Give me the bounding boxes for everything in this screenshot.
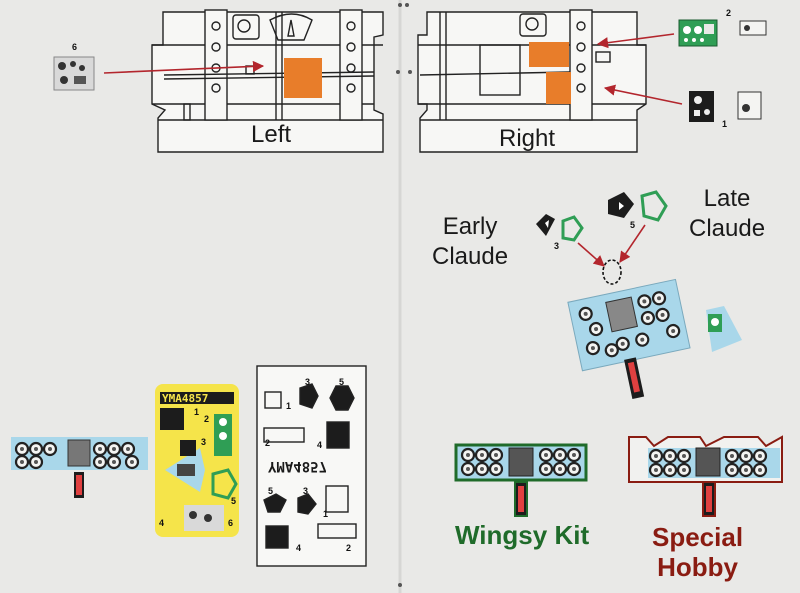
right-lower-area (546, 72, 571, 104)
white-part-2b: 2 (346, 543, 352, 553)
side-panel-graphic (706, 306, 742, 352)
white-part-2: 2 (265, 438, 271, 448)
early-claude-part-3 (536, 214, 584, 242)
yellow-part-6: 6 (228, 518, 234, 528)
assembled-panel-graphic (567, 278, 691, 400)
early-claude-label: Early Claude (432, 213, 509, 270)
late-claude-part-5 (608, 190, 668, 222)
left-instrument-area (284, 58, 322, 98)
yellow-part-2: 2 (204, 414, 210, 424)
white-part-3b: 3 (303, 486, 309, 496)
white-part-1: 1 (286, 401, 292, 411)
right-view-label: Right (499, 125, 556, 152)
white-part-1b: 1 (323, 509, 329, 519)
white-part-5: 5 (339, 377, 345, 387)
white-part-5b: 5 (268, 486, 274, 496)
part-number-1: 1 (722, 119, 728, 129)
decal-1-graphic (689, 91, 714, 122)
yellow-part-3: 3 (201, 437, 207, 447)
yellow-decal-sheet-graphic (155, 384, 239, 537)
white-part-4: 4 (317, 440, 323, 450)
left-assembled-panel-graphic (11, 437, 148, 498)
late-claude-label: Late Claude (689, 185, 766, 242)
gunsight-target (602, 259, 622, 285)
part-number-3: 3 (554, 241, 560, 251)
yellow-part-4: 4 (159, 518, 165, 528)
special-hobby-label: Special Hobby (652, 522, 744, 582)
decal-6-graphic (53, 56, 95, 91)
wingsy-kit-label: Wingsy Kit (455, 520, 590, 550)
white-part-4b: 4 (296, 543, 302, 553)
yellow-part-5: 5 (231, 496, 237, 506)
right-upper-area (529, 42, 569, 67)
right-sidewall-drawing (417, 9, 647, 153)
special-hobby-panel-graphic (628, 435, 783, 517)
decal-code-yellow: YMA4857 (162, 392, 209, 405)
decal-code-mirrored: YMA4857 (268, 458, 328, 474)
wingsy-panel-graphic (454, 443, 588, 517)
part-number-6: 6 (72, 42, 78, 52)
decal-2-graphic (678, 19, 718, 47)
white-part-3: 3 (305, 377, 311, 387)
white-decal-sheet-graphic (256, 365, 367, 567)
yellow-part-1: 1 (194, 407, 200, 417)
part-number-5: 5 (630, 220, 636, 230)
left-sidewall-drawing (151, 9, 384, 153)
part-number-2: 2 (726, 8, 732, 18)
left-view-label: Left (251, 121, 292, 148)
